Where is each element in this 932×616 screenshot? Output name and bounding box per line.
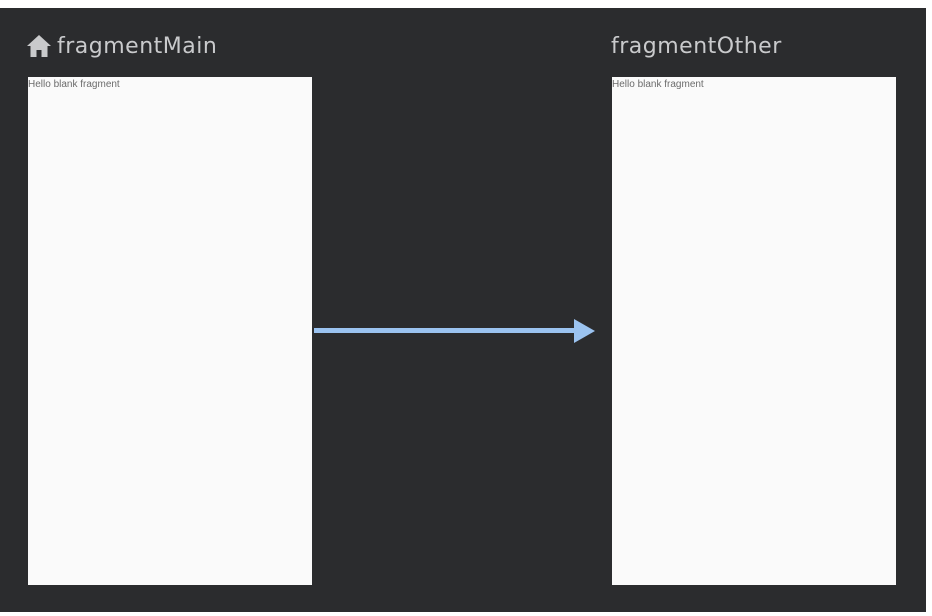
destination-preview-fragment-main[interactable]: Hello blank fragment bbox=[28, 77, 312, 585]
destination-title-fragment-main[interactable]: fragmentMain bbox=[26, 30, 217, 62]
destination-label: fragmentMain bbox=[57, 33, 218, 59]
destination-preview-fragment-other[interactable]: Hello blank fragment bbox=[612, 77, 896, 585]
home-icon bbox=[26, 33, 52, 59]
destination-title-fragment-other[interactable]: fragmentOther bbox=[611, 30, 782, 62]
action-arrow-main-to-other[interactable] bbox=[314, 316, 598, 346]
action-arrow-head bbox=[574, 319, 595, 343]
preview-text: Hello blank fragment bbox=[612, 79, 704, 90]
destination-label: fragmentOther bbox=[611, 33, 782, 59]
action-arrow-line bbox=[314, 328, 576, 333]
preview-text: Hello blank fragment bbox=[28, 79, 120, 90]
